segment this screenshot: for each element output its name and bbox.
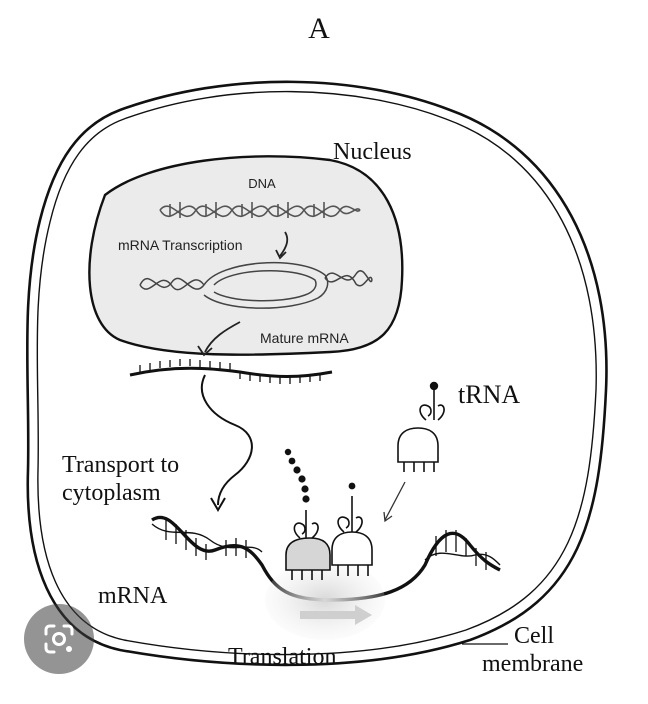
label-cell-line2: membrane <box>482 651 583 677</box>
trna-left <box>285 510 331 580</box>
label-transport-line1: Transport to <box>62 452 179 478</box>
trna-free <box>397 381 445 472</box>
dna-helix <box>159 202 361 218</box>
lens-search-icon <box>44 624 74 654</box>
panel-letter: A <box>308 12 330 45</box>
transport-path <box>200 374 253 506</box>
cell-membrane-outer <box>25 80 608 667</box>
label-nucleus: Nucleus <box>333 139 412 165</box>
label-translation: Translation <box>228 644 336 670</box>
peptide-chain <box>284 448 356 503</box>
transcription-bubble <box>139 261 373 309</box>
mature-mrna-strand <box>129 359 333 384</box>
label-dna: DNA <box>248 176 276 191</box>
cell-membrane-inner <box>36 90 597 656</box>
trna-right <box>331 496 373 576</box>
mature-mrna-arrow <box>204 321 241 353</box>
label-cell-line1: Cell <box>514 623 554 649</box>
trna-arrow <box>384 481 406 521</box>
label-mrna-transcription: mRNA Transcription <box>118 237 242 253</box>
label-transport-line2: cytoplasm <box>62 480 161 506</box>
label-mrna: mRNA <box>98 583 168 609</box>
nucleus <box>88 155 404 356</box>
transcription-arrow <box>279 231 289 257</box>
label-mature-mrna: Mature mRNA <box>260 330 349 346</box>
lens-search-button[interactable] <box>24 604 94 674</box>
label-trna: tRNA <box>458 380 520 409</box>
ribosome-shadow <box>265 560 385 640</box>
